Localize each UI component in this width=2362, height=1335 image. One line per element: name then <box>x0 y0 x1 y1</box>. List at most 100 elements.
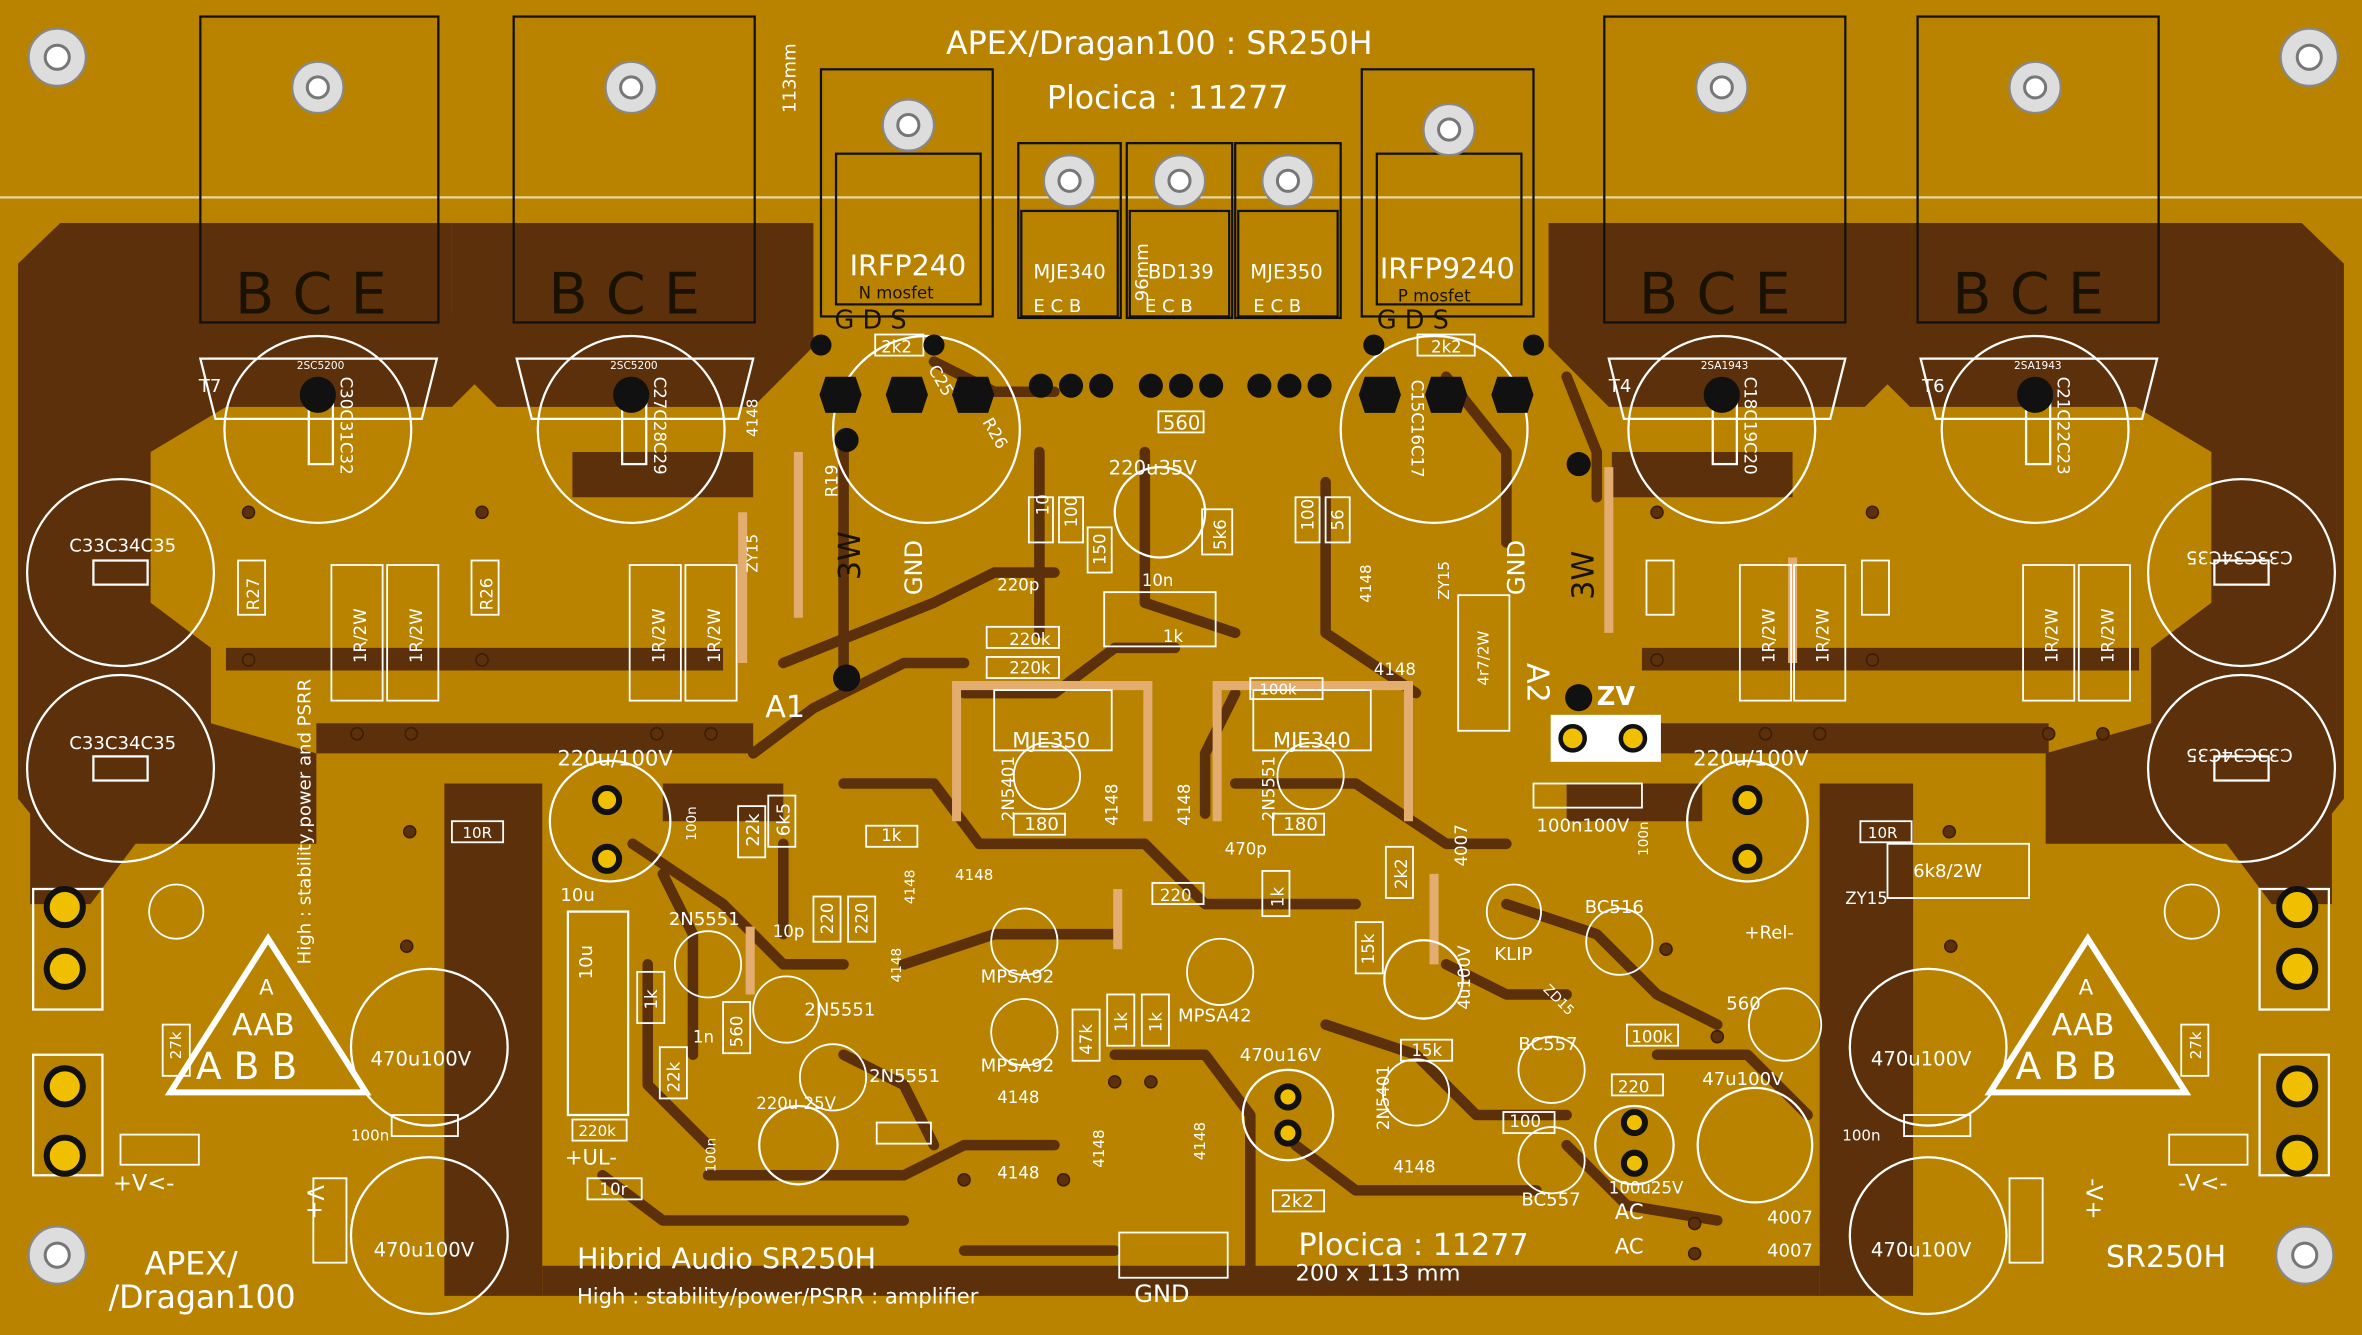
gnd-left: GND <box>900 540 928 595</box>
d-4148-m2: 4148 <box>1175 784 1194 826</box>
mos-cap-r: C15C16C17 <box>1407 380 1426 478</box>
tagline: High : stability/power/PSRR : amplifier <box>577 1283 979 1308</box>
r-1k-e: 1k <box>642 989 661 1010</box>
c-100n-c: 100n <box>351 1127 389 1145</box>
d-4148-d: 4148 <box>955 866 993 884</box>
cap-220u100-l: 220u/100V <box>557 745 673 770</box>
mpsa42: MPSA42 <box>1178 1006 1252 1027</box>
q-2n5401-a: 2N5401 <box>999 756 1018 821</box>
trimmer-1k: 1k <box>1163 627 1184 646</box>
zy15-c: ZY15 <box>1845 889 1888 908</box>
q-2n5551-c: 2N5551 <box>804 1000 875 1021</box>
d-4148-k: 4148 <box>1393 1157 1435 1176</box>
n-mosfet-label: N mosfet <box>859 283 935 302</box>
r-100-b: 100 <box>1299 499 1318 531</box>
r-10r-l: 10R <box>462 824 492 842</box>
component-outlines <box>119 333 2249 1279</box>
c-100n-b: 100n <box>704 1138 720 1172</box>
c-100n-l: 100n <box>684 806 700 840</box>
zy15-a: ZY15 <box>744 534 762 573</box>
r-100-c: 100 <box>1509 1112 1541 1131</box>
r19-label: R19 <box>823 465 842 498</box>
d-4148-j: 4148 <box>1191 1122 1209 1160</box>
r-1k-d: 1k <box>1146 1012 1165 1033</box>
t6-label: T6 <box>1921 376 1945 397</box>
r-47k: 47k <box>1077 1024 1096 1055</box>
d-4148-b: 4148 <box>1357 564 1375 602</box>
r-100k-b: 100k <box>1631 1028 1673 1047</box>
r-1k-c: 1k <box>1112 1012 1131 1033</box>
t7-label: T7 <box>198 376 222 397</box>
r-1k-b: 1k <box>1268 887 1287 908</box>
ul-label: +UL- <box>565 1145 617 1170</box>
r-10r-r: 10R <box>1868 824 1898 842</box>
c-100u25: 100u25V <box>1609 1178 1684 1197</box>
t7-part: 2SC5200 <box>297 360 345 372</box>
logo-l-aab: AAB <box>232 1008 295 1043</box>
mounting-holes <box>27 27 2340 1285</box>
c-470u16: 470u16V <box>1240 1045 1322 1066</box>
r-100-a: 100 <box>1062 496 1081 528</box>
logo-l-abb: A B B <box>196 1044 297 1088</box>
r-6k5: 6k5 <box>773 803 794 836</box>
r-5k6: 5k6 <box>1211 519 1230 550</box>
mje350-mid: MJE350 <box>1012 727 1090 752</box>
ecb-label-2: E C B <box>1145 296 1193 317</box>
c-470u100-3: 470u100V <box>1871 1047 1972 1070</box>
cap-l1: C30C31C32 <box>336 377 355 475</box>
irfp9240-label: IRFP9240 <box>1380 252 1515 286</box>
brand-line-1: APEX/ <box>145 1247 238 1283</box>
r-220-c: 220 <box>853 903 872 935</box>
dimension-113: 113mm <box>779 43 800 113</box>
d-4148-c: 4148 <box>1374 660 1416 679</box>
cap-220u35: 220u35V <box>1109 457 1198 480</box>
t4-label: T4 <box>1608 376 1632 397</box>
mpsa92-a: MPSA92 <box>981 966 1055 987</box>
r3w-left: 3W <box>833 531 868 580</box>
t2-part: 2SC5200 <box>610 360 658 372</box>
sr250h-label: SR250H <box>2106 1240 2226 1275</box>
dimension-96: 96mm <box>1132 243 1153 301</box>
board-size: 200 x 113 mm <box>1295 1261 1460 1287</box>
r-15k-a: 15k <box>1359 933 1378 964</box>
c-47u100: 47u100V <box>1702 1069 1784 1090</box>
c-100n-d: 100n <box>1842 1127 1880 1145</box>
r27-label: R27 <box>244 578 263 611</box>
logo-triangles <box>164 933 2192 1096</box>
r-220k-b: 220k <box>1009 659 1051 678</box>
cap-220p: 220p <box>997 576 1039 595</box>
d-4148-h: 4148 <box>997 1163 1039 1182</box>
pinout-right2: B C E <box>1952 261 2104 327</box>
bc516: BC516 <box>1585 897 1644 918</box>
terminal-blocks <box>32 715 2330 1177</box>
pinout-left2: B C E <box>548 261 700 327</box>
ac-1: AC <box>1615 1199 1644 1224</box>
c-4u7: 4u100V <box>1455 945 1474 1010</box>
mje350-top-label: MJE350 <box>1250 261 1322 284</box>
zv-label: ZV <box>1597 682 1636 712</box>
mje340-top-label: MJE340 <box>1033 261 1105 284</box>
v-right: -V+ <box>2080 1178 2106 1219</box>
r26-label: R26 <box>478 578 497 611</box>
cbank-l1: C33C34C35 <box>69 535 176 556</box>
r-220-d: 220 <box>1618 1077 1650 1096</box>
board-title: APEX/Dragan100 : SR250H <box>946 26 1373 62</box>
r-2k2-d: 2k2 <box>1280 1191 1313 1212</box>
r-1r2w-2: 1R/2W <box>407 608 426 663</box>
v-left: -V+ <box>301 1178 327 1219</box>
r-220-a: 220 <box>1160 886 1192 905</box>
r-1r2w-1: 1R/2W <box>351 608 370 663</box>
r-1r2w-7: 1R/2W <box>2043 608 2062 663</box>
r-1k-a: 1k <box>881 826 902 845</box>
c-470p: 470p <box>1225 839 1267 858</box>
gds-label-left: G D S <box>835 305 907 335</box>
q-2n5401-b: 2N5401 <box>1374 1065 1393 1130</box>
r-560-b: 560 <box>728 1016 747 1048</box>
r-1r2w-3: 1R/2W <box>649 608 668 663</box>
a1-label: A1 <box>765 690 805 725</box>
r-1r2w-4: 1R/2W <box>705 608 724 663</box>
r-1r2w-6: 1R/2W <box>1814 608 1833 663</box>
r-27k-r: 27k <box>2187 1031 2205 1059</box>
d-4007-b: 4007 <box>1767 1207 1813 1228</box>
cap-l2: C27C28C29 <box>650 377 669 475</box>
